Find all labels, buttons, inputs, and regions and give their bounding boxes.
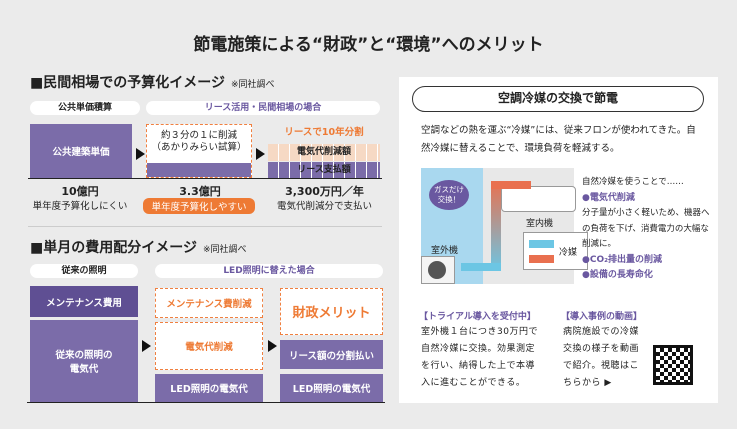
bar-reduced: 約３分の１に削減 （あかりみらい試算）	[146, 124, 252, 178]
refrigerant-label: 冷媒	[559, 248, 578, 258]
video-label: 【導入事例の動画】	[561, 312, 643, 322]
outdoor-label: 室外機	[431, 246, 459, 256]
benefits-lead: 自然冷媒を使うことで……	[582, 177, 684, 187]
pill-lease: リース活用・民間相場の場合	[146, 101, 380, 115]
value-reduced: 3.3億円	[179, 185, 221, 198]
desc-reduced-badge: 単年度予算化しやすい	[143, 198, 255, 214]
box-led-power-2: LED照明の電気代	[280, 374, 383, 402]
box-conventional-power: 従来の照明の 電気代	[30, 320, 138, 402]
benefit-lifespan: ●設備の長寿命化	[582, 270, 653, 280]
arrow-icon	[136, 148, 145, 160]
benefits: 自然冷媒を使うことで…… ●電気代削減 分子量が小さく軽いため、機器への負荷を下…	[582, 175, 712, 284]
pill-public: 公共単価積算	[30, 101, 140, 115]
indoor-label: 室内機	[526, 219, 554, 229]
arrow-icon	[256, 148, 265, 160]
trial-label: 【トライアル導入を受付中】	[419, 312, 536, 322]
benefit-power: ●電気代削減	[582, 192, 635, 203]
divider	[28, 226, 382, 227]
lease-bar: リース支払額	[268, 162, 380, 178]
section1-heading: ■民間相場での予算化イメージ※同社調べ	[30, 75, 275, 91]
box-fiscal-merit: 財政メリット	[280, 288, 383, 335]
refrigerant-panel: 空調冷媒の交換で節電 空調などの熱を運ぶ“冷媒”には、従来フロンが使われてきた。…	[399, 77, 718, 403]
benefit-power-desc: 分子量が小さく軽いため、機器への負荷を下げ、消費電力の大幅な削減に。	[582, 208, 710, 249]
aircon-diagram: ガスだけ 交換！ 室内機 室外機 冷媒	[421, 168, 588, 284]
box-led-power: LED照明の電気代	[155, 374, 263, 402]
trial-text: 室外機１台につき30万円で自然冷媒に交換。効果測定を行い、納得した上で本導入に進…	[421, 327, 538, 388]
pill-led: LED照明に替えた場合	[155, 264, 383, 278]
page-title: 節電施策による“財政”と“環境”へのメリット	[193, 35, 544, 55]
qr-code-icon[interactable]	[653, 345, 693, 385]
desc-lease: 電気代削減分で支払い	[276, 201, 372, 212]
desc-public: 単年度予算化しにくい	[32, 201, 128, 212]
indoor-unit-icon	[501, 186, 576, 212]
box-power-saving: 電気代削減	[155, 322, 263, 370]
panel-intro: 空調などの熱を運ぶ“冷媒”には、従来フロンが使われてきた。自然冷媒に替えることで…	[421, 125, 696, 154]
video-link[interactable]: 病院施設での冷媒交換の様子を動画で紹介。視聴はこちらから ▶	[563, 327, 640, 388]
box-lease-installment: リース額の分割払い	[280, 340, 383, 369]
speech-bubble: ガスだけ 交換！	[429, 180, 469, 210]
box-maintenance-saving: メンテナンス費削減	[155, 288, 263, 318]
section2-heading: ■単月の費用配分イメージ※同社調べ	[30, 240, 247, 256]
benefit-co2: ●CO₂排出量の削減	[582, 254, 663, 265]
refrigerant-legend: 冷媒	[523, 232, 588, 270]
reduced-text: 約３分の１に削減 （あかりみらい試算）	[151, 130, 247, 153]
value-lease: 3,300万円／年	[285, 185, 364, 198]
arrow-icon	[268, 340, 277, 352]
value-public: 10億円	[61, 185, 99, 198]
panel-title: 空調冷媒の交換で節電	[412, 86, 704, 112]
pill-conventional: 従来の照明	[30, 264, 138, 278]
box-maintenance: メンテナンス費用	[30, 286, 138, 317]
outdoor-unit-icon	[421, 256, 455, 284]
saving-bar: 電気代削減額	[268, 144, 380, 161]
lease-caption: リースで10年分割	[284, 127, 364, 138]
bar-public-price: 公共建築単価	[30, 124, 132, 178]
arrow-icon	[142, 340, 151, 352]
